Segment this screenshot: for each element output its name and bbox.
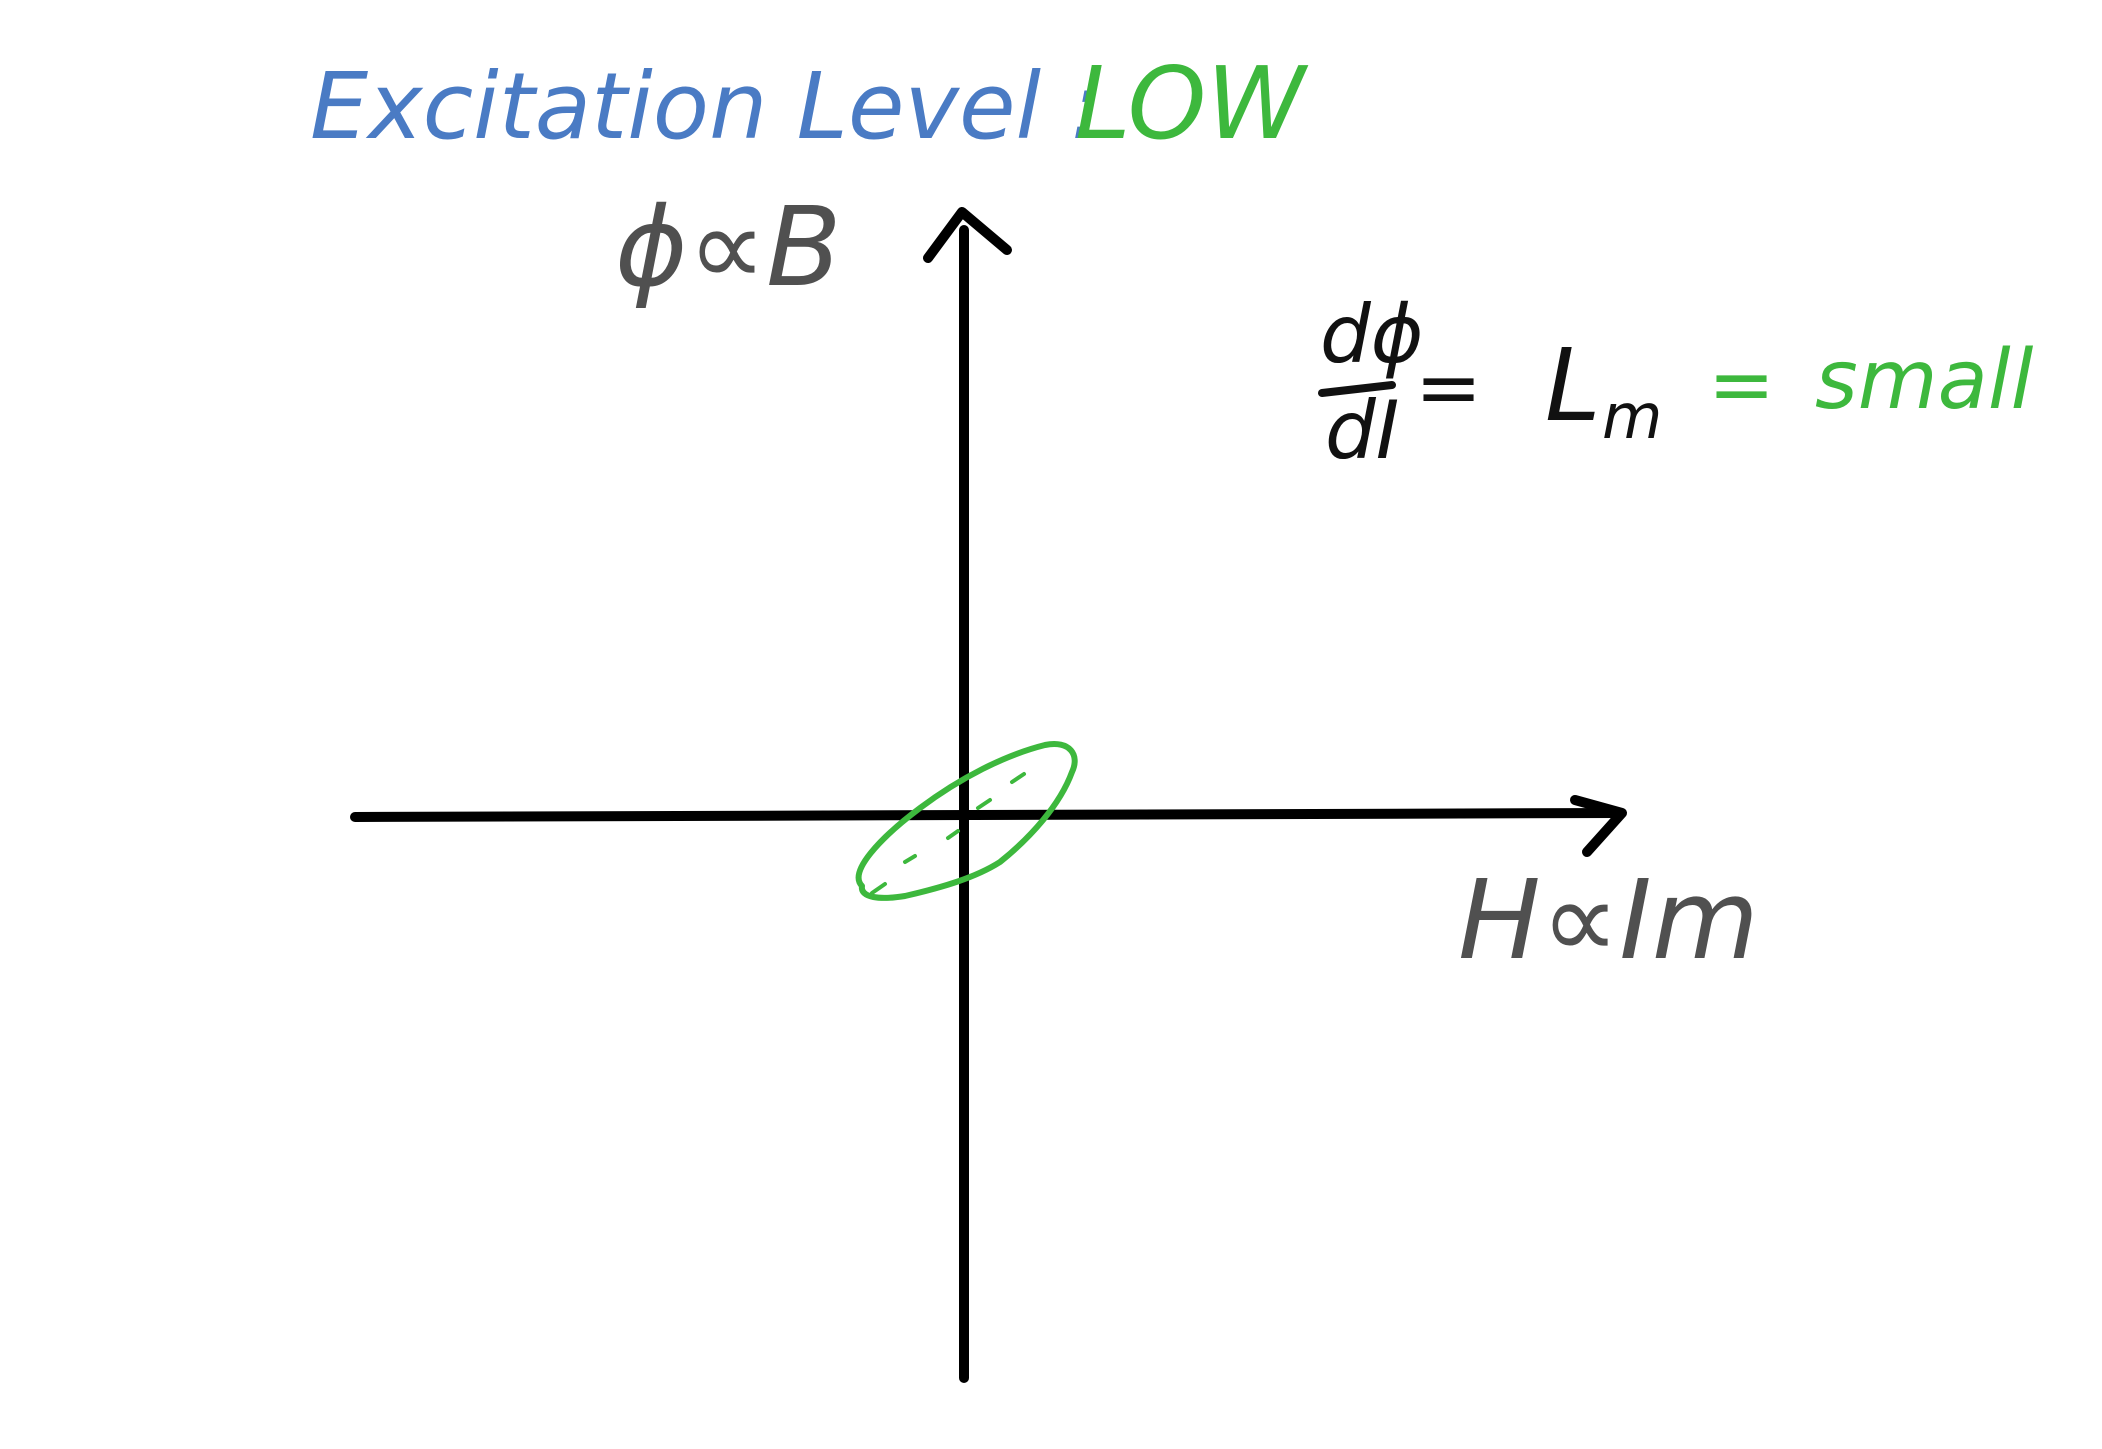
hysteresis-hatch [946,829,960,840]
equation-inductance-subscript: m [1602,380,1662,453]
title-value: LOW [1075,45,1308,162]
equation-equals-sign-2: = [1708,338,1775,431]
hysteresis-hatch [976,798,992,810]
equation-denominator: dI [1325,384,1399,477]
y-axis-arrowhead [923,207,1012,263]
equation-equals-sign: = [1415,341,1482,434]
hysteresis-hatch [870,882,887,895]
fraction-bar [1318,381,1396,397]
equation-inductance: L [1545,327,1601,444]
hysteresis-hatch [1010,772,1026,784]
x-axis-label: H∝Im [1458,856,1759,984]
y-axis-label: ϕ∝B [615,183,842,311]
hysteresis-hatch [903,854,917,864]
title-prefix: Excitation Level : [310,53,1101,160]
equation-result: small [1815,333,2034,428]
x-axis-line [350,808,1625,822]
hysteresis-loop [855,741,1078,901]
x-axis-arrowhead [1570,795,1627,857]
equation-numerator: dϕ [1320,288,1424,381]
